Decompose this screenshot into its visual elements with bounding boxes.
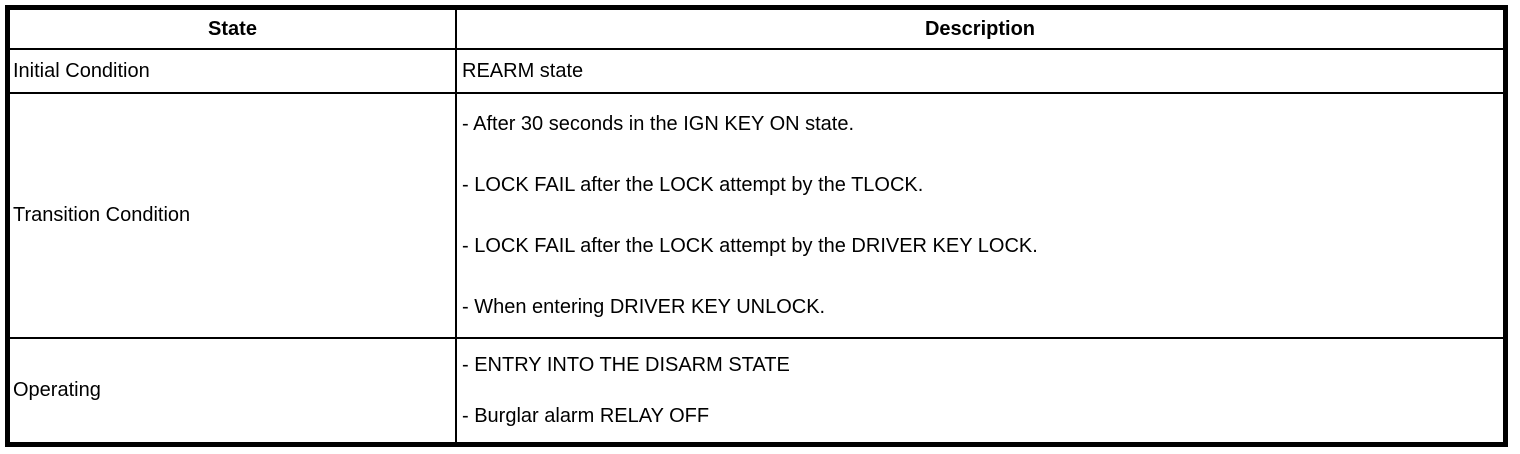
description-line: - LOCK FAIL after the LOCK attempt by th… (462, 234, 1038, 257)
state-description-table: State Description Initial Condition REAR… (5, 5, 1508, 447)
description-line: - LOCK FAIL after the LOCK attempt by th… (462, 174, 924, 197)
row-initial-condition-state-cell: Initial Condition (10, 50, 457, 94)
description-line: - After 30 seconds in the IGN KEY ON sta… (462, 113, 855, 136)
row-initial-condition-description-cell: REARM state (457, 50, 1503, 94)
row-operating-state-cell: Operating (10, 339, 457, 442)
column-header-description: Description (457, 10, 1503, 50)
row-transition-condition-description-cell: - After 30 seconds in the IGN KEY ON sta… (457, 94, 1503, 339)
description-line: - When entering DRIVER KEY UNLOCK. (462, 295, 826, 318)
row-transition-condition-state-cell: Transition Condition (10, 94, 457, 339)
row-operating-description-cell: - ENTRY INTO THE DISARM STATE - Burglar … (457, 339, 1503, 442)
description-line: REARM state (462, 60, 584, 82)
column-header-state: State (10, 10, 457, 50)
description-line: - ENTRY INTO THE DISARM STATE (462, 353, 790, 376)
description-line: - Burglar alarm RELAY OFF (462, 405, 710, 428)
